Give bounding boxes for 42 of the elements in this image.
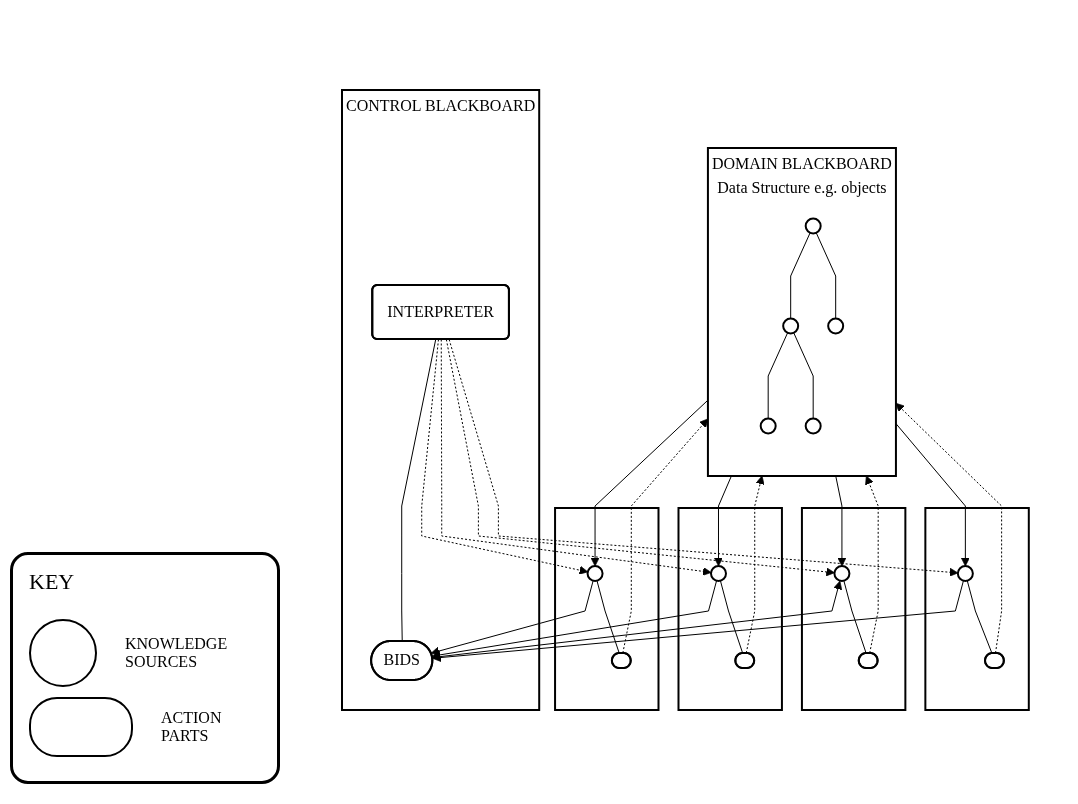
- arrow: [590, 399, 708, 567]
- arrow: [431, 580, 964, 662]
- arrow: [431, 580, 842, 661]
- key-heading: KEY: [29, 569, 75, 595]
- node-circle: [826, 317, 844, 335]
- node-circle: [833, 565, 850, 582]
- legend-text: KNOWLEDGE SOURCES: [125, 635, 229, 671]
- connector: [792, 332, 814, 419]
- legend-text: ACTION PARTS: [161, 709, 223, 745]
- node-circle: [804, 217, 822, 235]
- arrow: [745, 475, 765, 654]
- arrow: [834, 475, 846, 567]
- connector: [842, 580, 867, 654]
- node-circle: [709, 565, 727, 582]
- cluster: DOMAIN BLACKBOARD Data Structure e.g. objects: [706, 147, 897, 477]
- cluster: [923, 507, 1030, 711]
- cluster: [677, 507, 783, 711]
- connector: [789, 232, 811, 319]
- node-circle: [781, 317, 799, 335]
- cluster: [800, 507, 906, 711]
- arrow: [420, 339, 588, 575]
- arrow: [713, 475, 732, 567]
- arrow: [440, 339, 712, 576]
- connector: [596, 580, 620, 654]
- arrow: [864, 475, 879, 654]
- node-circle: [759, 417, 777, 435]
- arrow: [448, 339, 958, 577]
- node-circle: [804, 417, 822, 435]
- connector: [719, 580, 743, 654]
- arrow: [895, 402, 1002, 654]
- arrow: [430, 580, 594, 656]
- cluster: [553, 507, 660, 711]
- connector: [400, 339, 436, 642]
- arrow: [431, 580, 717, 660]
- arrow: [621, 418, 708, 654]
- connector: [966, 580, 993, 655]
- arrow: [895, 423, 970, 567]
- node-circle: [586, 565, 604, 582]
- arrow: [445, 339, 835, 577]
- connector: [767, 332, 788, 419]
- node-circle: [956, 565, 974, 582]
- connector: [815, 232, 836, 319]
